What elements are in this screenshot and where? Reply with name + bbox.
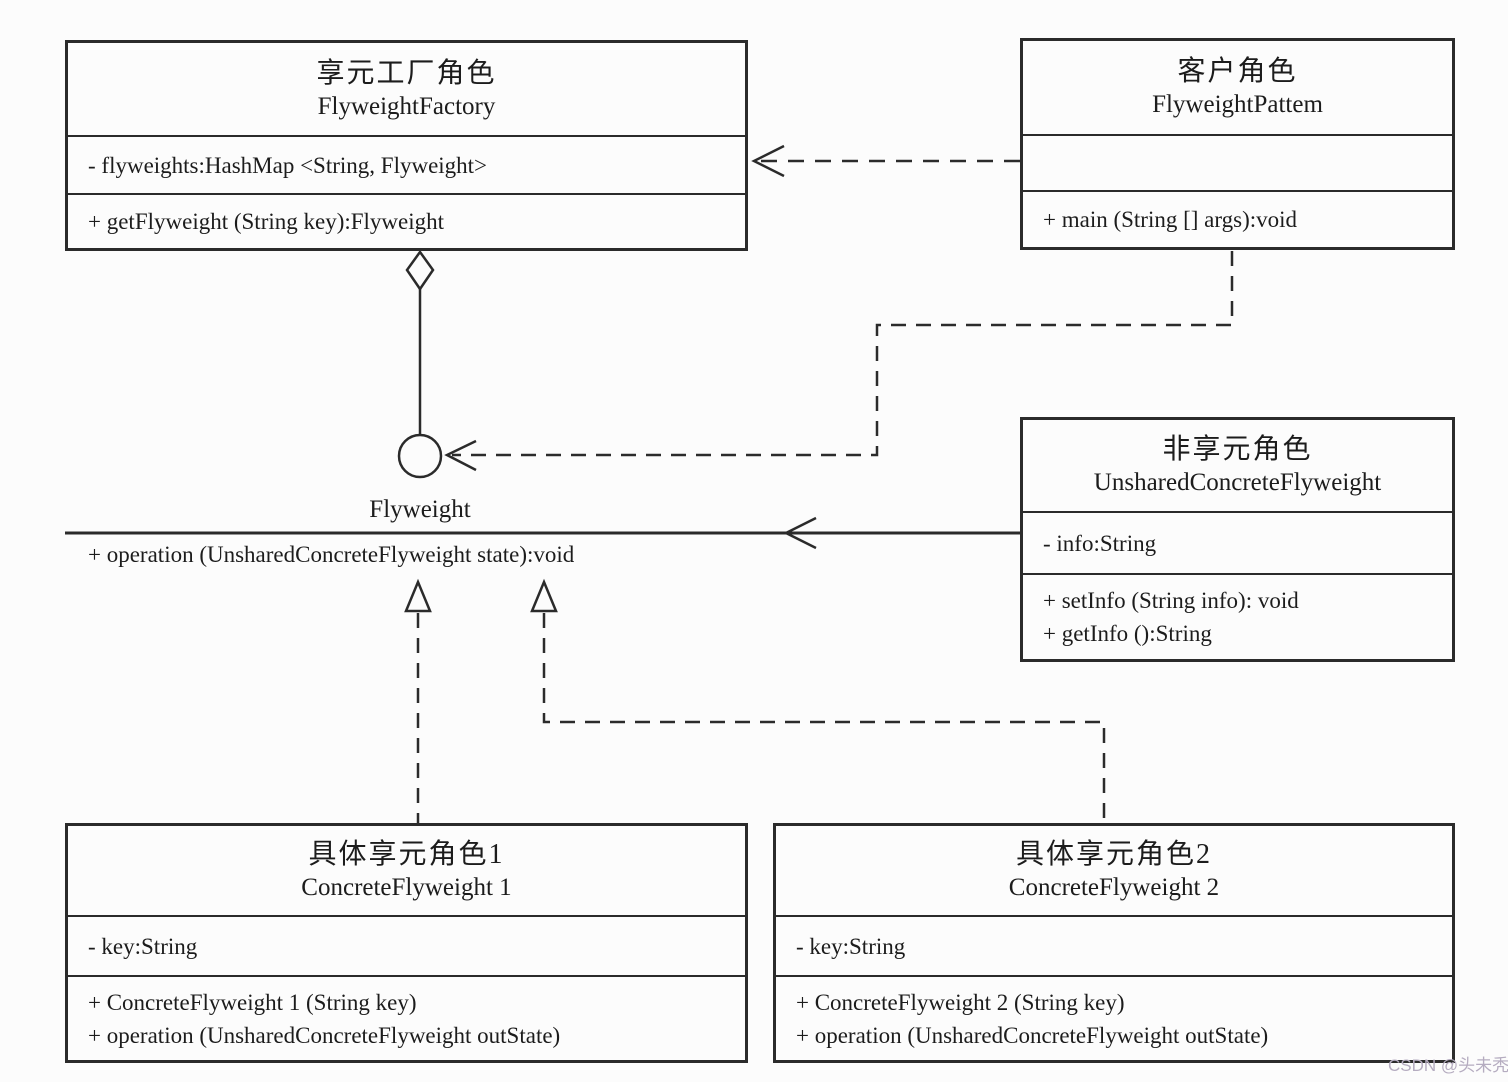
class-methods-compartment: + getFlyweight (String key):Flyweight (68, 193, 745, 248)
class-attributes-compartment (1023, 134, 1452, 190)
class-title-compartment: 具体享元角色2 ConcreteFlyweight 2 (776, 826, 1452, 915)
aggregation-diamond-icon (405, 249, 435, 292)
class-box-concrete-flyweight-1: 具体享元角色1 ConcreteFlyweight 1 - key:String… (65, 823, 748, 1063)
interface-lollipop-icon (397, 433, 443, 479)
class-title-zh: 客户角色 (1177, 56, 1298, 88)
method-line: + setInfo (String info): void (1043, 588, 1299, 613)
attribute-line: - key:String (796, 933, 906, 959)
class-attributes-compartment: - key:String (776, 915, 1452, 975)
client-interface-dependency-line (452, 251, 1234, 457)
interface-operation-label: + operation (UnsharedConcreteFlyweight s… (88, 542, 575, 567)
navigation-arrowhead-icon (783, 516, 817, 550)
dependency-arrowhead-icon (751, 144, 785, 178)
realization-triangle-icon (530, 578, 558, 613)
class-box-flyweight-factory: 享元工厂角色 FlyweightFactory - flyweights:Has… (65, 40, 748, 251)
attribute-line: - key:String (88, 933, 198, 959)
class-title-compartment: 非享元角色 UnsharedConcreteFlyweight (1023, 420, 1452, 511)
class-title-compartment: 客户角色 FlyweightPattem (1023, 41, 1452, 134)
class-title-en: FlyweightFactory (317, 92, 496, 120)
class-title-zh: 非享元角色 (1162, 434, 1313, 466)
class-attributes-compartment: - flyweights:HashMap <String, Flyweight> (68, 135, 745, 193)
method-line: + main (String [] args):void (1043, 207, 1298, 232)
csdn-watermark: CSDN @头未秃 (1388, 1056, 1508, 1075)
class-title-zh: 具体享元角色1 (308, 839, 505, 871)
method-line: + operation (UnsharedConcreteFlyweight o… (796, 1022, 1269, 1048)
realization-triangle-icon (404, 578, 432, 613)
class-methods-compartment: + main (String [] args):void (1023, 190, 1452, 247)
method-line: + ConcreteFlyweight 2 (String key) (796, 989, 1125, 1015)
class-attributes-compartment: - key:String (68, 915, 745, 975)
class-title-compartment: 具体享元角色1 ConcreteFlyweight 1 (68, 826, 745, 915)
class-title-zh: 具体享元角色2 (1015, 839, 1212, 871)
class-title-zh: 享元工厂角色 (316, 57, 497, 89)
class-box-unshared-concrete-flyweight: 非享元角色 UnsharedConcreteFlyweight - info:S… (1020, 417, 1455, 662)
class-title-compartment: 享元工厂角色 FlyweightFactory (68, 43, 745, 135)
class-methods-compartment: + ConcreteFlyweight 1 (String key) + ope… (68, 975, 745, 1060)
method-line: + ConcreteFlyweight 1 (String key) (88, 989, 417, 1015)
class-title-en: FlyweightPattem (1152, 91, 1323, 119)
method-line: + getFlyweight (String key):Flyweight (88, 209, 445, 234)
attribute-line: - flyweights:HashMap <String, Flyweight> (88, 152, 488, 178)
class-title-en: ConcreteFlyweight 2 (1008, 874, 1220, 902)
class-title-en: ConcreteFlyweight 1 (301, 874, 512, 902)
realization-line-concrete2 (542, 613, 1106, 823)
dependency-arrowhead-icon (444, 439, 477, 472)
interface-name-label: Flyweight (369, 496, 471, 523)
method-line: + getInfo ():String (1043, 621, 1212, 646)
class-attributes-compartment: - info:String (1023, 511, 1452, 573)
method-line: + operation (UnsharedConcreteFlyweight o… (88, 1022, 561, 1048)
attribute-line: - info:String (1043, 530, 1157, 556)
class-title-en: UnsharedConcreteFlyweight (1093, 469, 1382, 497)
class-box-flyweight-pattern-client: 客户角色 FlyweightPattem + main (String [] a… (1020, 38, 1455, 250)
class-methods-compartment: + ConcreteFlyweight 2 (String key) + ope… (776, 975, 1452, 1060)
class-box-concrete-flyweight-2: 具体享元角色2 ConcreteFlyweight 2 - key:String… (773, 823, 1455, 1063)
class-methods-compartment: + setInfo (String info): void + getInfo … (1023, 573, 1452, 659)
